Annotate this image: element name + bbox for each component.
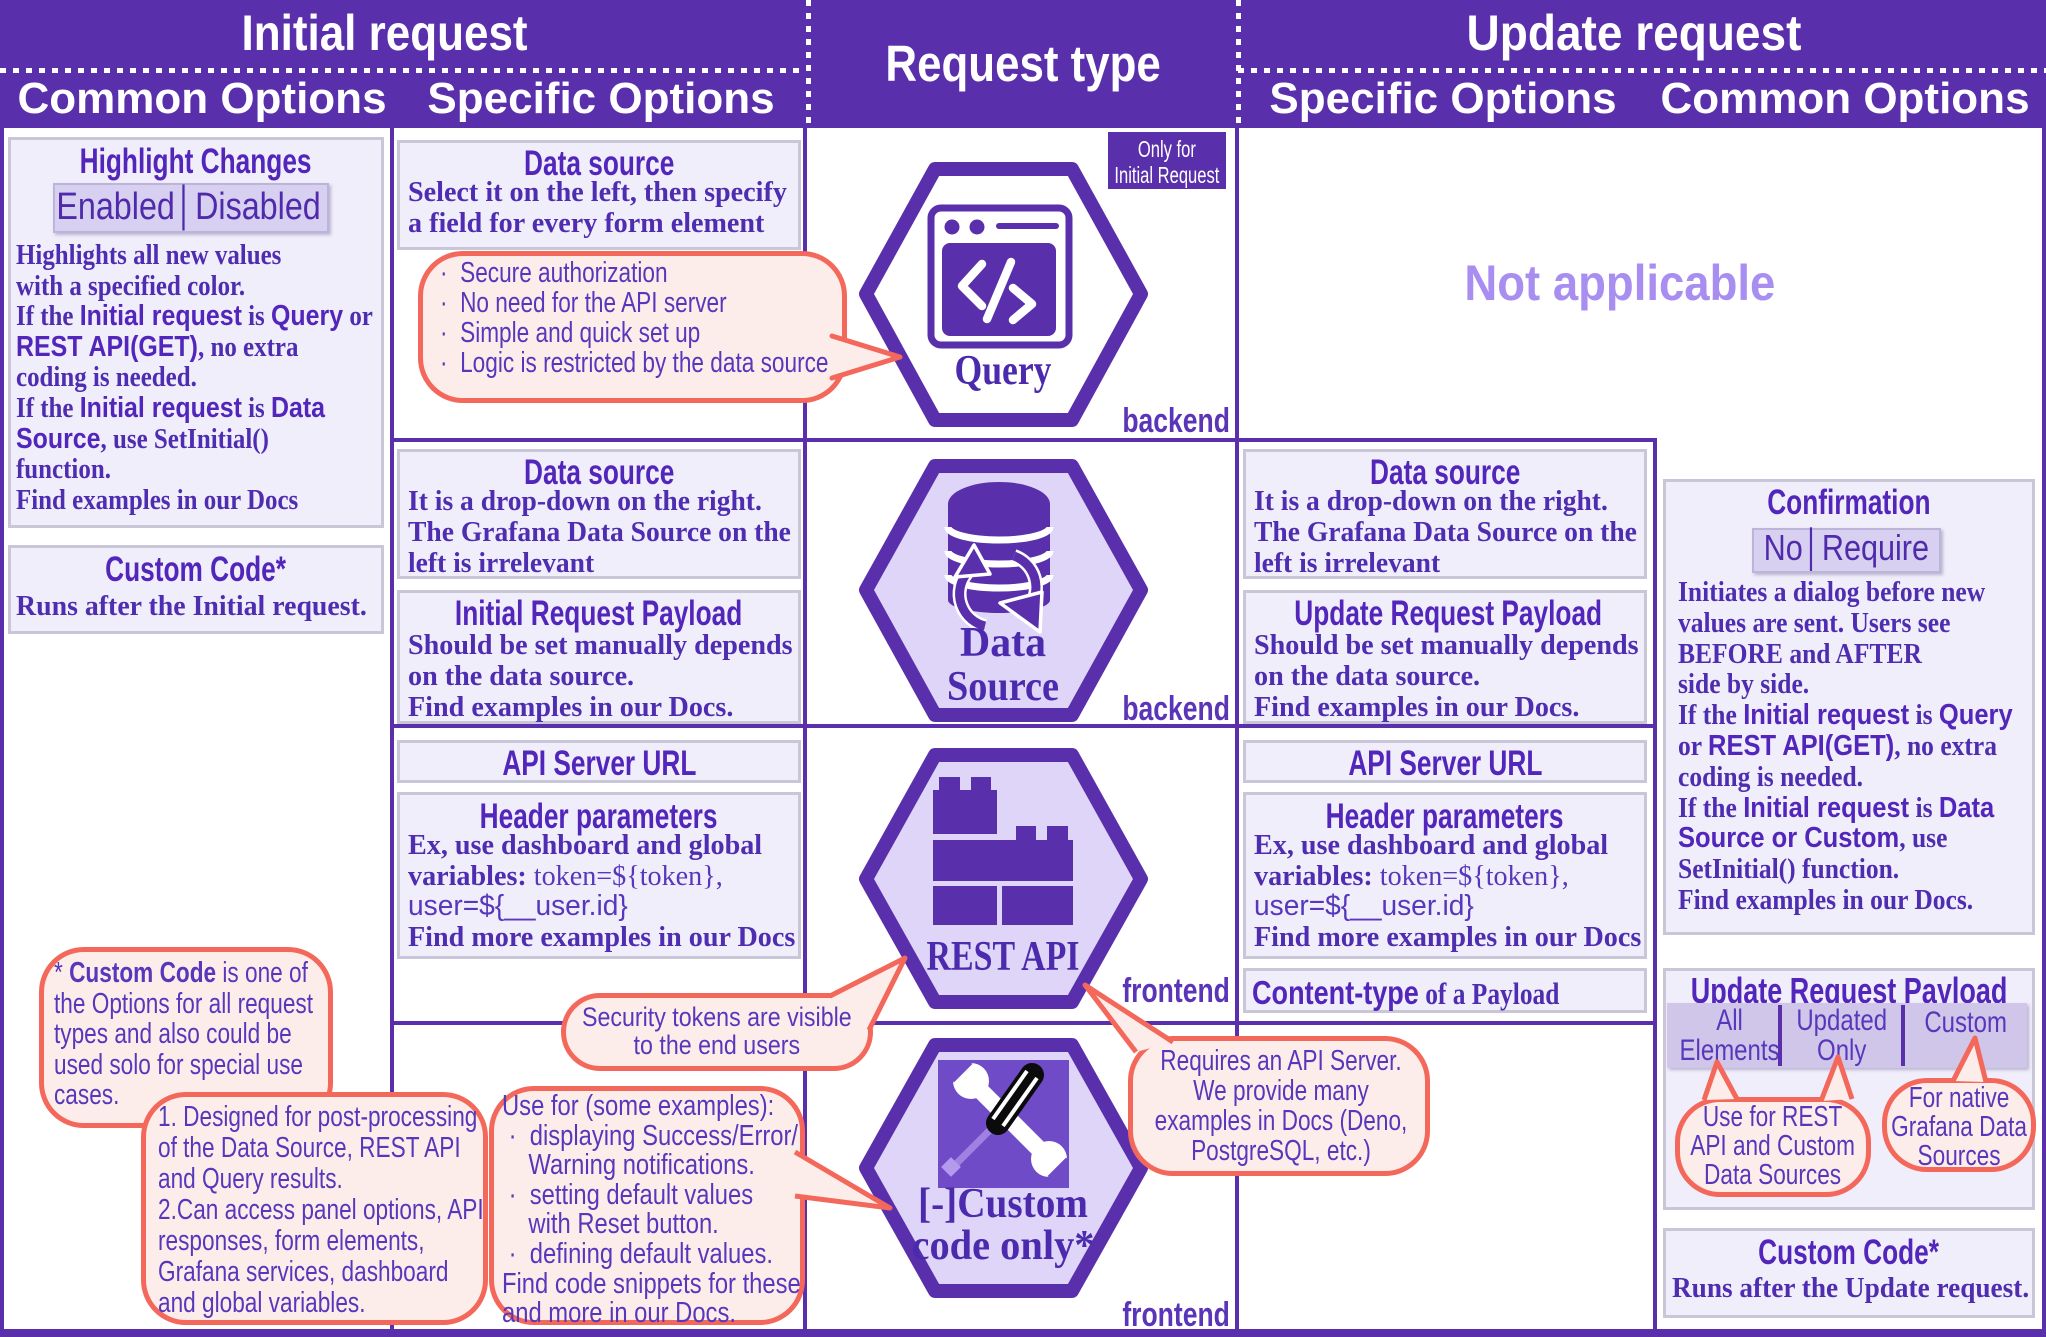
svg-text:code only*: code only* [912,1223,1095,1269]
svg-text:Query: Query [955,348,1052,394]
svg-text:Data: Data [960,620,1046,666]
svg-text:[-]Custom: [-]Custom [918,1181,1088,1227]
